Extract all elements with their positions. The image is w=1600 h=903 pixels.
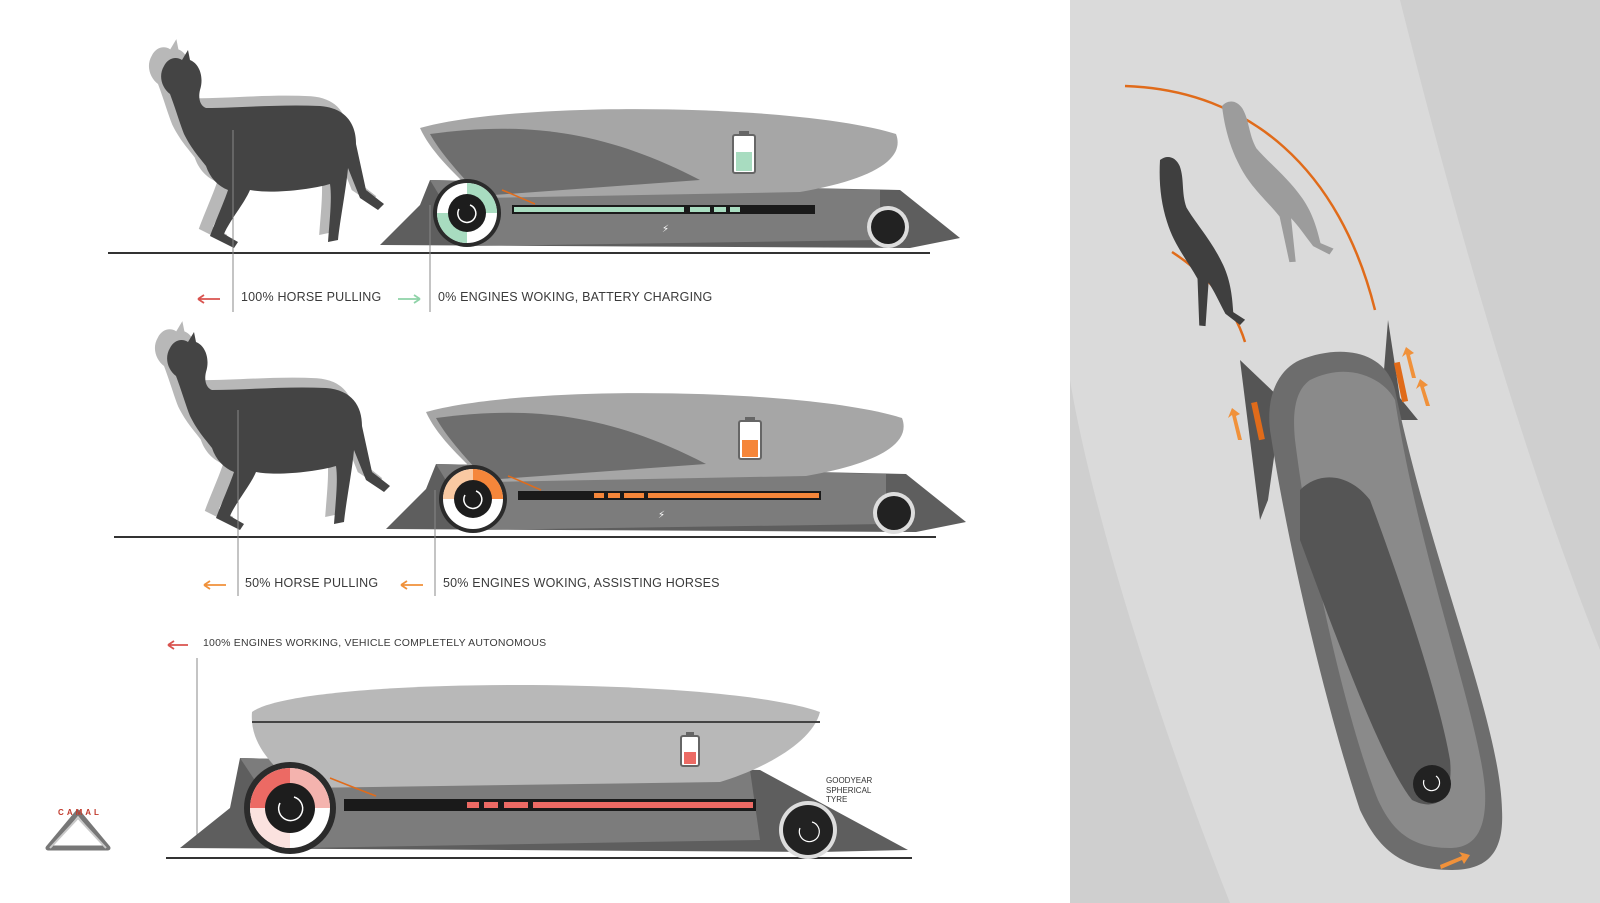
arrow-left-icon xyxy=(399,578,425,590)
row-3-illustration xyxy=(166,658,912,859)
horse-silhouette xyxy=(161,50,384,248)
horse-silhouette xyxy=(167,332,390,530)
direction-arrows xyxy=(1228,347,1470,869)
battery-icon xyxy=(738,417,762,460)
trajectory-curve xyxy=(1124,84,1377,311)
vehicle-side-view xyxy=(180,685,908,859)
power-bar-fill xyxy=(514,207,684,212)
tyre-annotation: GOODYEAR SPHERICAL TYRE xyxy=(826,776,873,804)
power-bar-fill xyxy=(648,493,819,498)
arrow-left-icon xyxy=(202,578,228,590)
vehicle-side-view: ⚡ xyxy=(380,109,960,248)
brand-logo xyxy=(45,809,111,851)
row-1-illustration: ⚡ xyxy=(108,39,960,254)
battery-icon xyxy=(680,732,700,767)
vehicle-side-view: ⚡ xyxy=(386,393,966,534)
row-1-engine-label: 0% ENGINES WOKING, BATTERY CHARGING xyxy=(438,290,713,304)
charge-icon: ⚡ xyxy=(662,224,669,235)
power-bar-fill xyxy=(533,802,753,808)
arrow-left-icon xyxy=(196,292,222,304)
row-2-horse-label: 50% HORSE PULLING xyxy=(245,576,379,590)
row-3-engine-label: 100% ENGINES WORKING, VEHICLE COMPLETELY… xyxy=(203,637,547,649)
charge-icon: ⚡ xyxy=(658,510,665,521)
top-view-panel xyxy=(1070,0,1600,903)
arrow-left-icon xyxy=(166,638,190,650)
vehicle-top-view xyxy=(1240,320,1503,870)
battery-icon xyxy=(732,131,756,174)
row-1-horse-label: 100% HORSE PULLING xyxy=(241,290,382,304)
row-2-engine-label: 50% ENGINES WOKING, ASSISTING HORSES xyxy=(443,576,720,590)
brand-name: CAMAL xyxy=(58,808,102,817)
arrow-right-icon xyxy=(396,292,422,304)
row-2-illustration: ⚡ xyxy=(114,321,966,538)
